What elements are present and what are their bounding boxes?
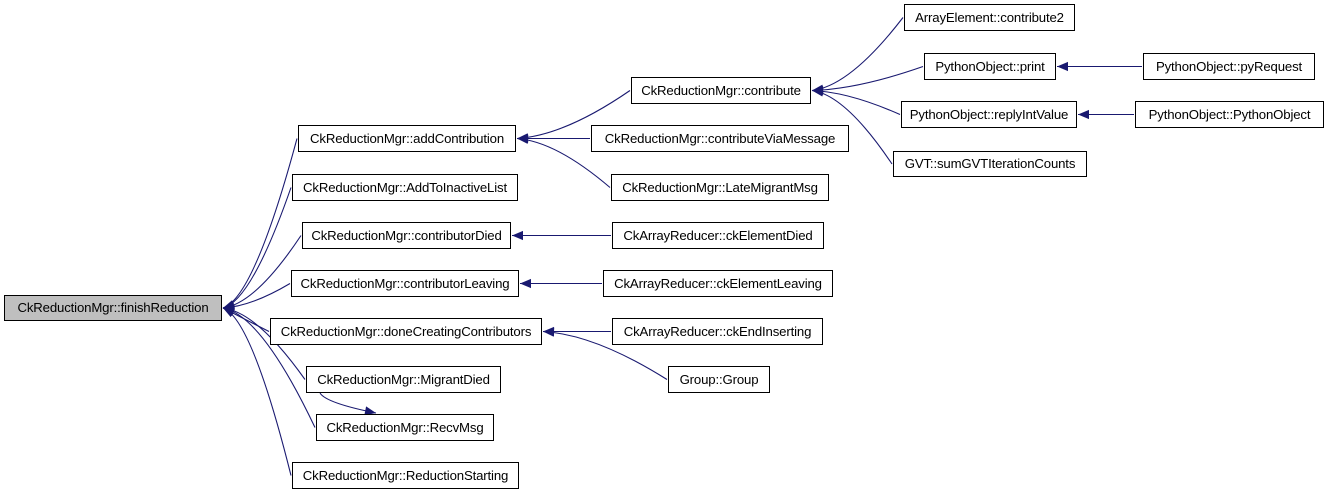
graph-edge-doneCreatingContributors-to-finishReduction xyxy=(222,307,270,332)
graph-node-pythonPythonObject[interactable]: PythonObject::PythonObject xyxy=(1135,101,1324,128)
graph-node-ckEndInserting[interactable]: CkArrayReducer::ckEndInserting xyxy=(612,318,823,345)
graph-node-pythonPrint[interactable]: PythonObject::print xyxy=(924,53,1056,80)
graph-node-pythonReplyIntValue[interactable]: PythonObject::replyIntValue xyxy=(901,101,1077,128)
graph-node-doneCreatingContributors[interactable]: CkReductionMgr::doneCreatingContributors xyxy=(270,318,542,345)
graph-node-contributorDied[interactable]: CkReductionMgr::contributorDied xyxy=(302,222,511,249)
arrowhead-icon-ckElementDied-to-contributorDied xyxy=(512,230,523,241)
arrowhead-icon-recvMsg-to-finishReduction xyxy=(223,305,235,315)
graph-node-arrayElementContribute2[interactable]: ArrayElement::contribute2 xyxy=(904,4,1075,31)
graph-edge-pythonPrint-to-contribute xyxy=(811,65,924,92)
graph-node-addToInactiveList[interactable]: CkReductionMgr::AddToInactiveList xyxy=(292,174,518,201)
arrowhead-icon-pythonPythonObject-to-pythonReplyIntValue xyxy=(1078,109,1089,120)
arrowhead-icon-pythonReplyIntValue-to-contribute xyxy=(812,86,824,96)
graph-node-contribute[interactable]: CkReductionMgr::contribute xyxy=(631,77,811,104)
graph-node-label: PythonObject::print xyxy=(935,58,1045,74)
graph-node-pythonPyRequest[interactable]: PythonObject::pyRequest xyxy=(1143,53,1315,80)
arrowhead-icon-migrantDied-to-finishReduction xyxy=(223,304,235,314)
graph-node-groupGroup[interactable]: Group::Group xyxy=(668,366,770,393)
graph-node-label: CkReductionMgr::ReductionStarting xyxy=(302,467,509,483)
arrowhead-icon-reductionStarting-to-finishReduction xyxy=(223,307,235,316)
graph-node-recvMsg[interactable]: CkReductionMgr::RecvMsg xyxy=(316,414,494,441)
graph-node-gvtSumCounts[interactable]: GVT::sumGVTIterationCounts xyxy=(893,151,1087,177)
arrowhead-icon-contribute-to-addContribution xyxy=(517,133,529,143)
graph-node-migrantDied[interactable]: CkReductionMgr::MigrantDied xyxy=(306,366,501,393)
graph-node-finishReduction: CkReductionMgr::finishReduction xyxy=(4,295,222,321)
arrowhead-icon-contributeViaMessage-to-addContribution xyxy=(517,133,528,144)
graph-node-label: ArrayElement::contribute2 xyxy=(915,9,1064,25)
arrowhead-icon-groupGroup-to-doneCreatingContributors xyxy=(543,327,555,337)
graph-node-label: CkArrayReducer::ckElementDied xyxy=(623,227,813,243)
graph-node-label: PythonObject::PythonObject xyxy=(1148,106,1311,122)
arrowhead-icon-addToInactiveList-to-finishReduction xyxy=(223,300,235,310)
graph-node-label: CkReductionMgr::finishReduction xyxy=(17,300,209,316)
graph-node-label: CkReductionMgr::LateMigrantMsg xyxy=(622,179,818,195)
graph-edge-contributorLeaving-to-finishReduction xyxy=(222,283,291,309)
graph-edge-pythonReplyIntValue-to-contribute xyxy=(811,89,901,116)
graph-node-label: GVT::sumGVTIterationCounts xyxy=(904,156,1076,172)
graph-edge-arrayElementContribute2-to-contribute xyxy=(811,17,904,92)
graph-node-contributeViaMessage[interactable]: CkReductionMgr::contributeViaMessage xyxy=(591,125,849,152)
arrowhead-icon-lateMigrantMsg-to-addContribution xyxy=(517,134,529,144)
graph-node-label: CkReductionMgr::addContribution xyxy=(310,130,504,146)
arrowhead-icon-pythonPrint-to-contribute xyxy=(812,85,824,95)
arrowhead-icon-gvtSumCounts-to-contribute xyxy=(812,87,824,97)
arrowhead-icon-addContribution-to-finishReduction xyxy=(223,300,235,309)
graph-node-lateMigrantMsg[interactable]: CkReductionMgr::LateMigrantMsg xyxy=(611,174,829,201)
arrowhead-icon-ckEndInserting-to-doneCreatingContributors xyxy=(543,326,554,337)
graph-node-label: CkArrayReducer::ckEndInserting xyxy=(623,323,812,339)
graph-node-addContribution[interactable]: CkReductionMgr::addContribution xyxy=(298,125,516,152)
graph-node-label: CkReductionMgr::RecvMsg xyxy=(326,419,484,435)
arrowhead-icon-ckElementLeaving-to-contributorLeaving xyxy=(520,278,531,289)
graph-node-label: CkReductionMgr::MigrantDied xyxy=(317,371,490,387)
graph-node-label: CkReductionMgr::contributeViaMessage xyxy=(604,130,836,146)
arrowhead-icon-arrayElementContribute2-to-contribute xyxy=(812,84,824,94)
graph-node-ckElementDied[interactable]: CkArrayReducer::ckElementDied xyxy=(612,222,824,249)
graph-node-label: CkArrayReducer::ckElementLeaving xyxy=(614,275,822,291)
graph-edge-addContribution-to-finishReduction xyxy=(222,138,298,309)
graph-node-label: CkReductionMgr::contributorLeaving xyxy=(300,275,510,291)
graph-node-contributorLeaving[interactable]: CkReductionMgr::contributorLeaving xyxy=(291,270,519,297)
graph-node-label: CkReductionMgr::AddToInactiveList xyxy=(303,179,507,195)
graph-node-label: CkReductionMgr::contributorDied xyxy=(311,227,502,243)
graph-edge-migrantDied-to-recvMsg xyxy=(319,392,377,414)
graph-node-label: CkReductionMgr::doneCreatingContributors xyxy=(280,323,532,339)
graph-node-label: Group::Group xyxy=(679,371,759,387)
arrowhead-icon-contributorLeaving-to-finishReduction xyxy=(223,302,235,313)
graph-node-reductionStarting[interactable]: CkReductionMgr::ReductionStarting xyxy=(292,462,519,489)
graph-node-label: PythonObject::replyIntValue xyxy=(909,106,1069,122)
graph-node-ckElementLeaving[interactable]: CkArrayReducer::ckElementLeaving xyxy=(603,270,833,297)
arrowhead-icon-pythonPyRequest-to-pythonPrint xyxy=(1057,61,1068,72)
graph-edge-addToInactiveList-to-finishReduction xyxy=(222,187,292,309)
graph-node-label: CkReductionMgr::contribute xyxy=(641,82,801,98)
graph-edge-contributorDied-to-finishReduction xyxy=(222,235,302,309)
arrowhead-icon-doneCreatingContributors-to-finishReduction xyxy=(223,308,235,318)
graph-node-label: PythonObject::pyRequest xyxy=(1155,58,1303,74)
arrowhead-icon-contributorDied-to-finishReduction xyxy=(223,301,235,312)
